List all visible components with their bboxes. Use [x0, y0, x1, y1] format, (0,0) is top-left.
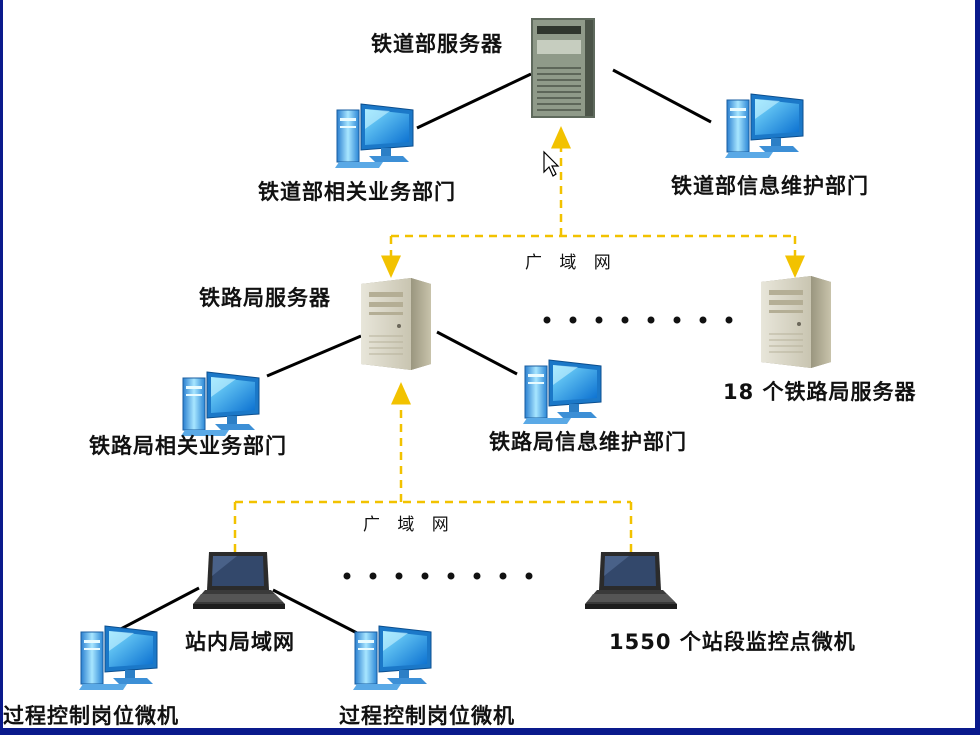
link-bureau-server-it — [436, 330, 518, 376]
network-diagram — [78, 17, 832, 691]
wan-links — [233, 126, 805, 552]
solid-links — [114, 68, 712, 636]
process-pc-left-desktop-icon — [78, 625, 158, 691]
station-lan-label: 站内局域网 — [185, 630, 295, 654]
ministry-it-desktop-icon — [724, 93, 804, 159]
ministry-business-dept-label: 铁道部相关业务部门 — [258, 180, 456, 204]
process-pc-left-label: 过程控制岗位微机 — [3, 704, 179, 728]
ministry-server-label: 铁道部服务器 — [371, 32, 503, 56]
link-ministry-server-business — [416, 72, 532, 130]
bureau-servers-count-label: 18 个铁路局服务器 — [723, 380, 917, 404]
station-monitor-laptop-icon — [585, 552, 677, 609]
link-bureau-server-business — [266, 334, 362, 378]
bureau-business-desktop-icon — [180, 371, 260, 437]
process-pc-right-label: 过程控制岗位微机 — [339, 704, 515, 728]
ministry-business-desktop-icon — [334, 103, 414, 169]
ellipsis-dots-bottom — [343, 572, 533, 580]
mouse-cursor-icon — [543, 150, 560, 177]
bureau-it-desktop-icon — [522, 359, 602, 425]
link-lan-laptop-right-pc — [272, 588, 360, 636]
ministry-it-dept-label: 铁道部信息维护部门 — [671, 174, 869, 198]
station-lan-laptop-icon — [193, 552, 285, 609]
bureau-business-dept-label: 铁路局相关业务部门 — [89, 434, 287, 458]
bureau-it-dept-label: 铁路局信息维护部门 — [489, 430, 687, 454]
bureau-server-label: 铁路局服务器 — [199, 286, 331, 310]
ellipsis-dots-top — [543, 316, 733, 324]
diagram-canvas: 铁道部服务器 铁道部相关业务部门 铁道部信息维护部门 广 域 网 铁路局服务器 … — [3, 0, 975, 728]
bureau-server-icon — [360, 277, 432, 371]
wan-bottom-label: 广 域 网 — [363, 515, 455, 535]
process-pc-right-desktop-icon — [352, 625, 432, 691]
bureau-servers-count-icon — [760, 275, 832, 369]
link-ministry-server-it — [612, 68, 712, 124]
link-lan-laptop-left-pc — [114, 586, 200, 634]
ministry-server-icon — [530, 17, 596, 119]
station-monitor-pcs-label: 1550 个站段监控点微机 — [609, 630, 856, 654]
wan-top-label: 广 域 网 — [525, 253, 617, 273]
